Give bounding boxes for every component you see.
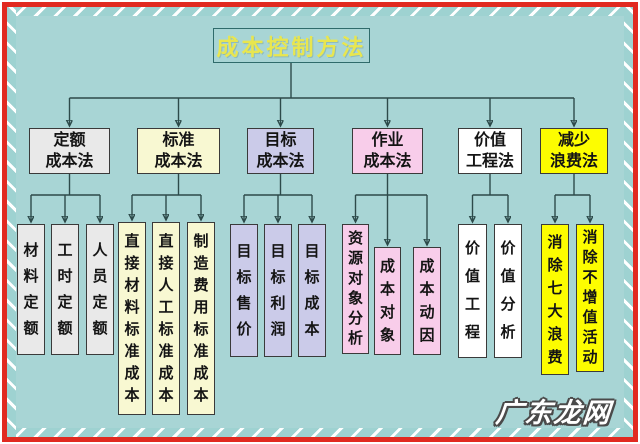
leaf-node-manufacturing-overhead-standard-cost: 制造费用标准成本 — [187, 222, 215, 415]
root-node-cost-control-methods: 成本控制方法 — [213, 28, 370, 63]
leaf-node-cost-driver: 成本动因 — [413, 247, 441, 355]
watermark: 广东龙网 — [494, 398, 614, 428]
leaf-node-target-cost: 目标成本 — [298, 224, 326, 357]
leaf-node-value-analysis: 价值分析 — [494, 224, 522, 358]
branch-node-quota-costing: 定额 成本法 — [29, 128, 110, 174]
leaf-node-cost-object: 成本对象 — [374, 247, 401, 355]
leaf-node-value-engineering: 价值工程 — [458, 224, 487, 358]
leaf-node-personnel-quota: 人员定额 — [86, 224, 114, 355]
leaf-node-eliminate-seven-wastes: 消除七大浪费 — [541, 224, 569, 375]
branch-node-target-costing: 目标 成本法 — [247, 128, 314, 174]
leaf-node-eliminate-non-value-added-activities: 消除不增值活动 — [576, 224, 604, 372]
leaf-node-direct-material-standard-cost: 直接材料标准成本 — [118, 222, 146, 415]
branch-node-waste-reduction: 减少 浪费法 — [540, 128, 608, 174]
leaf-node-material-quota: 材料定额 — [17, 224, 45, 355]
leaf-node-target-profit: 目标利润 — [264, 224, 292, 357]
leaf-node-resource-object-analysis: 资源对象分析 — [342, 224, 369, 354]
leaf-node-labor-hour-quota: 工时定额 — [51, 224, 79, 355]
branch-node-standard-costing: 标准 成本法 — [137, 128, 220, 174]
branch-node-value-engineering: 价值 工程法 — [458, 128, 522, 174]
leaf-node-direct-labor-standard-cost: 直接人工标准成本 — [152, 222, 180, 415]
leaf-node-target-price: 目标售价 — [230, 224, 258, 357]
branch-node-activity-based-costing: 作业 成本法 — [352, 128, 423, 174]
